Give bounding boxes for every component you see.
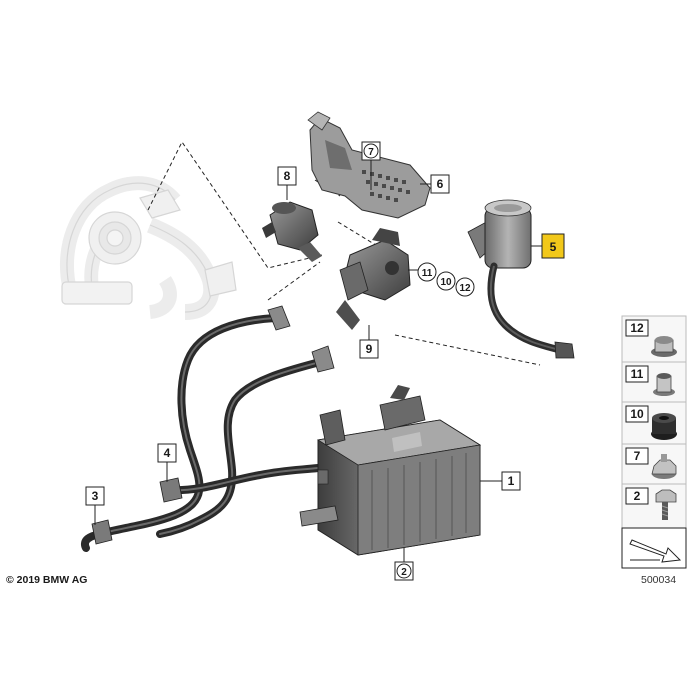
svg-text:12: 12 — [459, 283, 471, 294]
mounting-bracket — [307, 111, 431, 219]
svg-text:10: 10 — [630, 407, 644, 421]
purge-valve — [262, 201, 322, 262]
svg-text:2: 2 — [634, 489, 641, 503]
legend-item-2: 2 — [621, 483, 687, 529]
diagram-id: 500034 — [641, 574, 677, 586]
vent-hoses — [81, 314, 324, 552]
hose-fittings — [91, 305, 335, 545]
callout-1: 1 — [501, 471, 521, 491]
callout-11: 11 — [417, 262, 437, 282]
svg-text:6: 6 — [437, 177, 444, 191]
svg-text:8: 8 — [284, 169, 291, 183]
callout-8: 8 — [277, 166, 297, 186]
flange-nut-icon — [651, 336, 677, 357]
copyright-notice: © 2019 BMW AG — [6, 574, 88, 586]
svg-text:5: 5 — [550, 240, 557, 254]
svg-text:11: 11 — [631, 367, 644, 381]
callout-5: 5 — [541, 233, 565, 259]
fuel-tank-vent-filter — [467, 199, 575, 359]
svg-text:9: 9 — [366, 342, 373, 356]
legend-item-7: 7 — [621, 443, 687, 485]
callout-7: 7 — [361, 141, 381, 161]
svg-text:7: 7 — [634, 449, 641, 463]
callout-12: 12 — [455, 277, 475, 297]
leak-diagnosis-pump — [336, 228, 411, 330]
svg-text:11: 11 — [422, 268, 433, 279]
hex-nut-icon — [651, 454, 677, 479]
callout-6: 6 — [430, 174, 450, 194]
legend-item-12: 12 — [621, 315, 687, 363]
svg-text:4: 4 — [164, 446, 171, 460]
legend-item-11: 11 — [621, 361, 687, 403]
hex-bolt-icon — [655, 489, 677, 520]
callout-3: 3 — [85, 486, 105, 506]
svg-text:10: 10 — [440, 277, 452, 288]
callout-9: 9 — [359, 339, 379, 359]
svg-text:12: 12 — [630, 321, 644, 335]
direction-arrow-icon — [621, 527, 687, 569]
callout-4: 4 — [157, 443, 177, 463]
rubber-grommet-icon — [651, 413, 677, 440]
svg-text:1: 1 — [508, 474, 515, 488]
callout-10: 10 — [436, 271, 456, 291]
carbon-canister — [299, 385, 482, 556]
legend-item-10: 10 — [621, 401, 687, 445]
svg-text:3: 3 — [92, 489, 99, 503]
parts-legend: 12 11 10 — [621, 315, 687, 569]
svg-text:2: 2 — [401, 567, 407, 578]
spacer-sleeve-icon — [653, 373, 675, 396]
svg-text:7: 7 — [368, 147, 374, 158]
ghost-intake-manifold — [60, 176, 237, 320]
callout-2: 2 — [394, 561, 414, 581]
callout-leaders — [94, 160, 542, 562]
